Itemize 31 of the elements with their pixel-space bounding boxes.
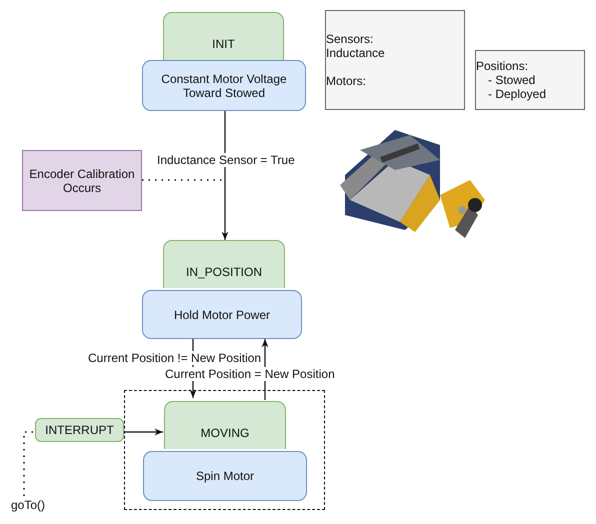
state-box: [163, 240, 285, 288]
action-box: [143, 451, 307, 501]
action-text: Spin Motor: [196, 469, 254, 483]
edge-label: Current Position = New Position: [165, 367, 335, 381]
state-name: MOVING: [200, 425, 250, 440]
info-text: Sensors: Inductance: [326, 32, 386, 60]
edge-label: Current Position != New Position: [88, 351, 262, 365]
info-box: [325, 10, 465, 110]
info-text: Positions:: [476, 59, 528, 73]
info-text: - Deployed: [487, 87, 546, 101]
state-box: [35, 418, 124, 442]
info-text: Motors:: [326, 74, 366, 88]
function-call: goTo(): [10, 498, 45, 512]
state-name: IN_POSITION: [186, 264, 262, 279]
arrow: [124, 428, 163, 436]
state-name: INIT: [212, 36, 235, 51]
action-text: Constant Motor Voltage Toward Stowed: [160, 72, 288, 100]
action-box: [142, 290, 302, 339]
state-name: INTERRUPT: [45, 423, 114, 437]
state-box: [163, 12, 284, 60]
note-text: Encoder Calibration Occurs: [28, 166, 136, 194]
state-box: [164, 401, 286, 449]
action-text: Hold Motor Power: [174, 308, 270, 322]
dotted-line: [23, 431, 35, 496]
edge-label: Inductance Sensor = True: [157, 153, 295, 167]
info-text: - Stowed: [487, 73, 536, 87]
arrow: [222, 111, 228, 240]
info-box: [475, 50, 585, 110]
group-box: [124, 390, 325, 510]
note-box: [22, 150, 142, 211]
action-box: [142, 60, 306, 111]
